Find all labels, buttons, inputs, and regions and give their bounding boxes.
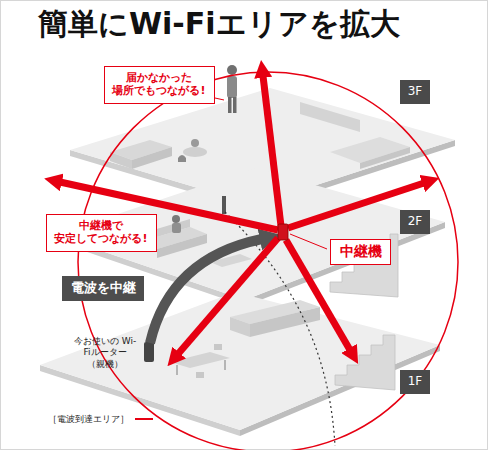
furniture-3f [330, 137, 410, 163]
relay-device [278, 224, 288, 240]
box-text: 中継機 [339, 243, 382, 260]
floor-tag: 3F [400, 80, 430, 104]
furniture-3f [110, 65, 410, 169]
coverage-circle [78, 72, 458, 450]
floor-tag: 1F [400, 370, 430, 394]
furniture-2f [172, 223, 181, 233]
box-text: 3F [407, 84, 423, 98]
furniture-1f [196, 372, 204, 378]
legend-item: ［電波到達エリア］ [48, 414, 155, 425]
device-caption: 今お使いの Wi-Fiルーター （親機） [72, 336, 138, 370]
signal-arrows [178, 238, 278, 354]
furniture-1f [230, 317, 250, 337]
furniture-3f [233, 97, 237, 113]
furniture-1f [250, 307, 320, 337]
callout-box: 届かなかった 場所でもつながる! [104, 66, 215, 104]
furniture-2f [172, 215, 180, 223]
furniture-1f [176, 365, 178, 375]
floor-1f [40, 292, 440, 436]
furniture-2f [157, 234, 207, 258]
furniture-3f [360, 147, 410, 169]
box-text: 2F [407, 214, 423, 228]
legend-swatch-line [135, 418, 153, 420]
furniture-3f [178, 155, 186, 162]
box-text: 中継機で 安定してつながる! [53, 219, 149, 245]
floor-tag: 2F [400, 210, 430, 234]
furniture-3f [110, 152, 132, 169]
furniture-3f [300, 102, 360, 132]
diagram-title: 簡単にWi-Fiエリアを拡大 [38, 6, 400, 42]
box-text: 電波を中継 [70, 280, 136, 296]
signal-arrows [263, 76, 281, 226]
furniture-2f [330, 234, 398, 297]
box-text: 1F [407, 374, 423, 388]
callout-box: 中継機で 安定してつながる! [46, 214, 157, 252]
furniture-1f [224, 360, 226, 370]
furniture-3f [227, 65, 237, 75]
floor-1f [40, 292, 440, 430]
furniture-3f [227, 76, 237, 98]
furniture-3f [132, 147, 172, 169]
relay-signal-arrow [150, 239, 262, 343]
furniture-3f [183, 147, 207, 157]
device-label: 中継機 [330, 239, 391, 265]
box-text: 届かなかった 場所でもつながる! [111, 71, 207, 97]
leader-line [290, 234, 327, 249]
furniture-2f [222, 196, 226, 214]
action-label: 電波を中継 [62, 276, 144, 301]
router [144, 342, 154, 362]
furniture-3f [228, 97, 232, 113]
furniture-1f [214, 344, 222, 350]
legend-text: ［電波到達エリア］ [48, 414, 129, 425]
furniture-3f [191, 139, 199, 147]
legend-swatch [133, 414, 155, 424]
